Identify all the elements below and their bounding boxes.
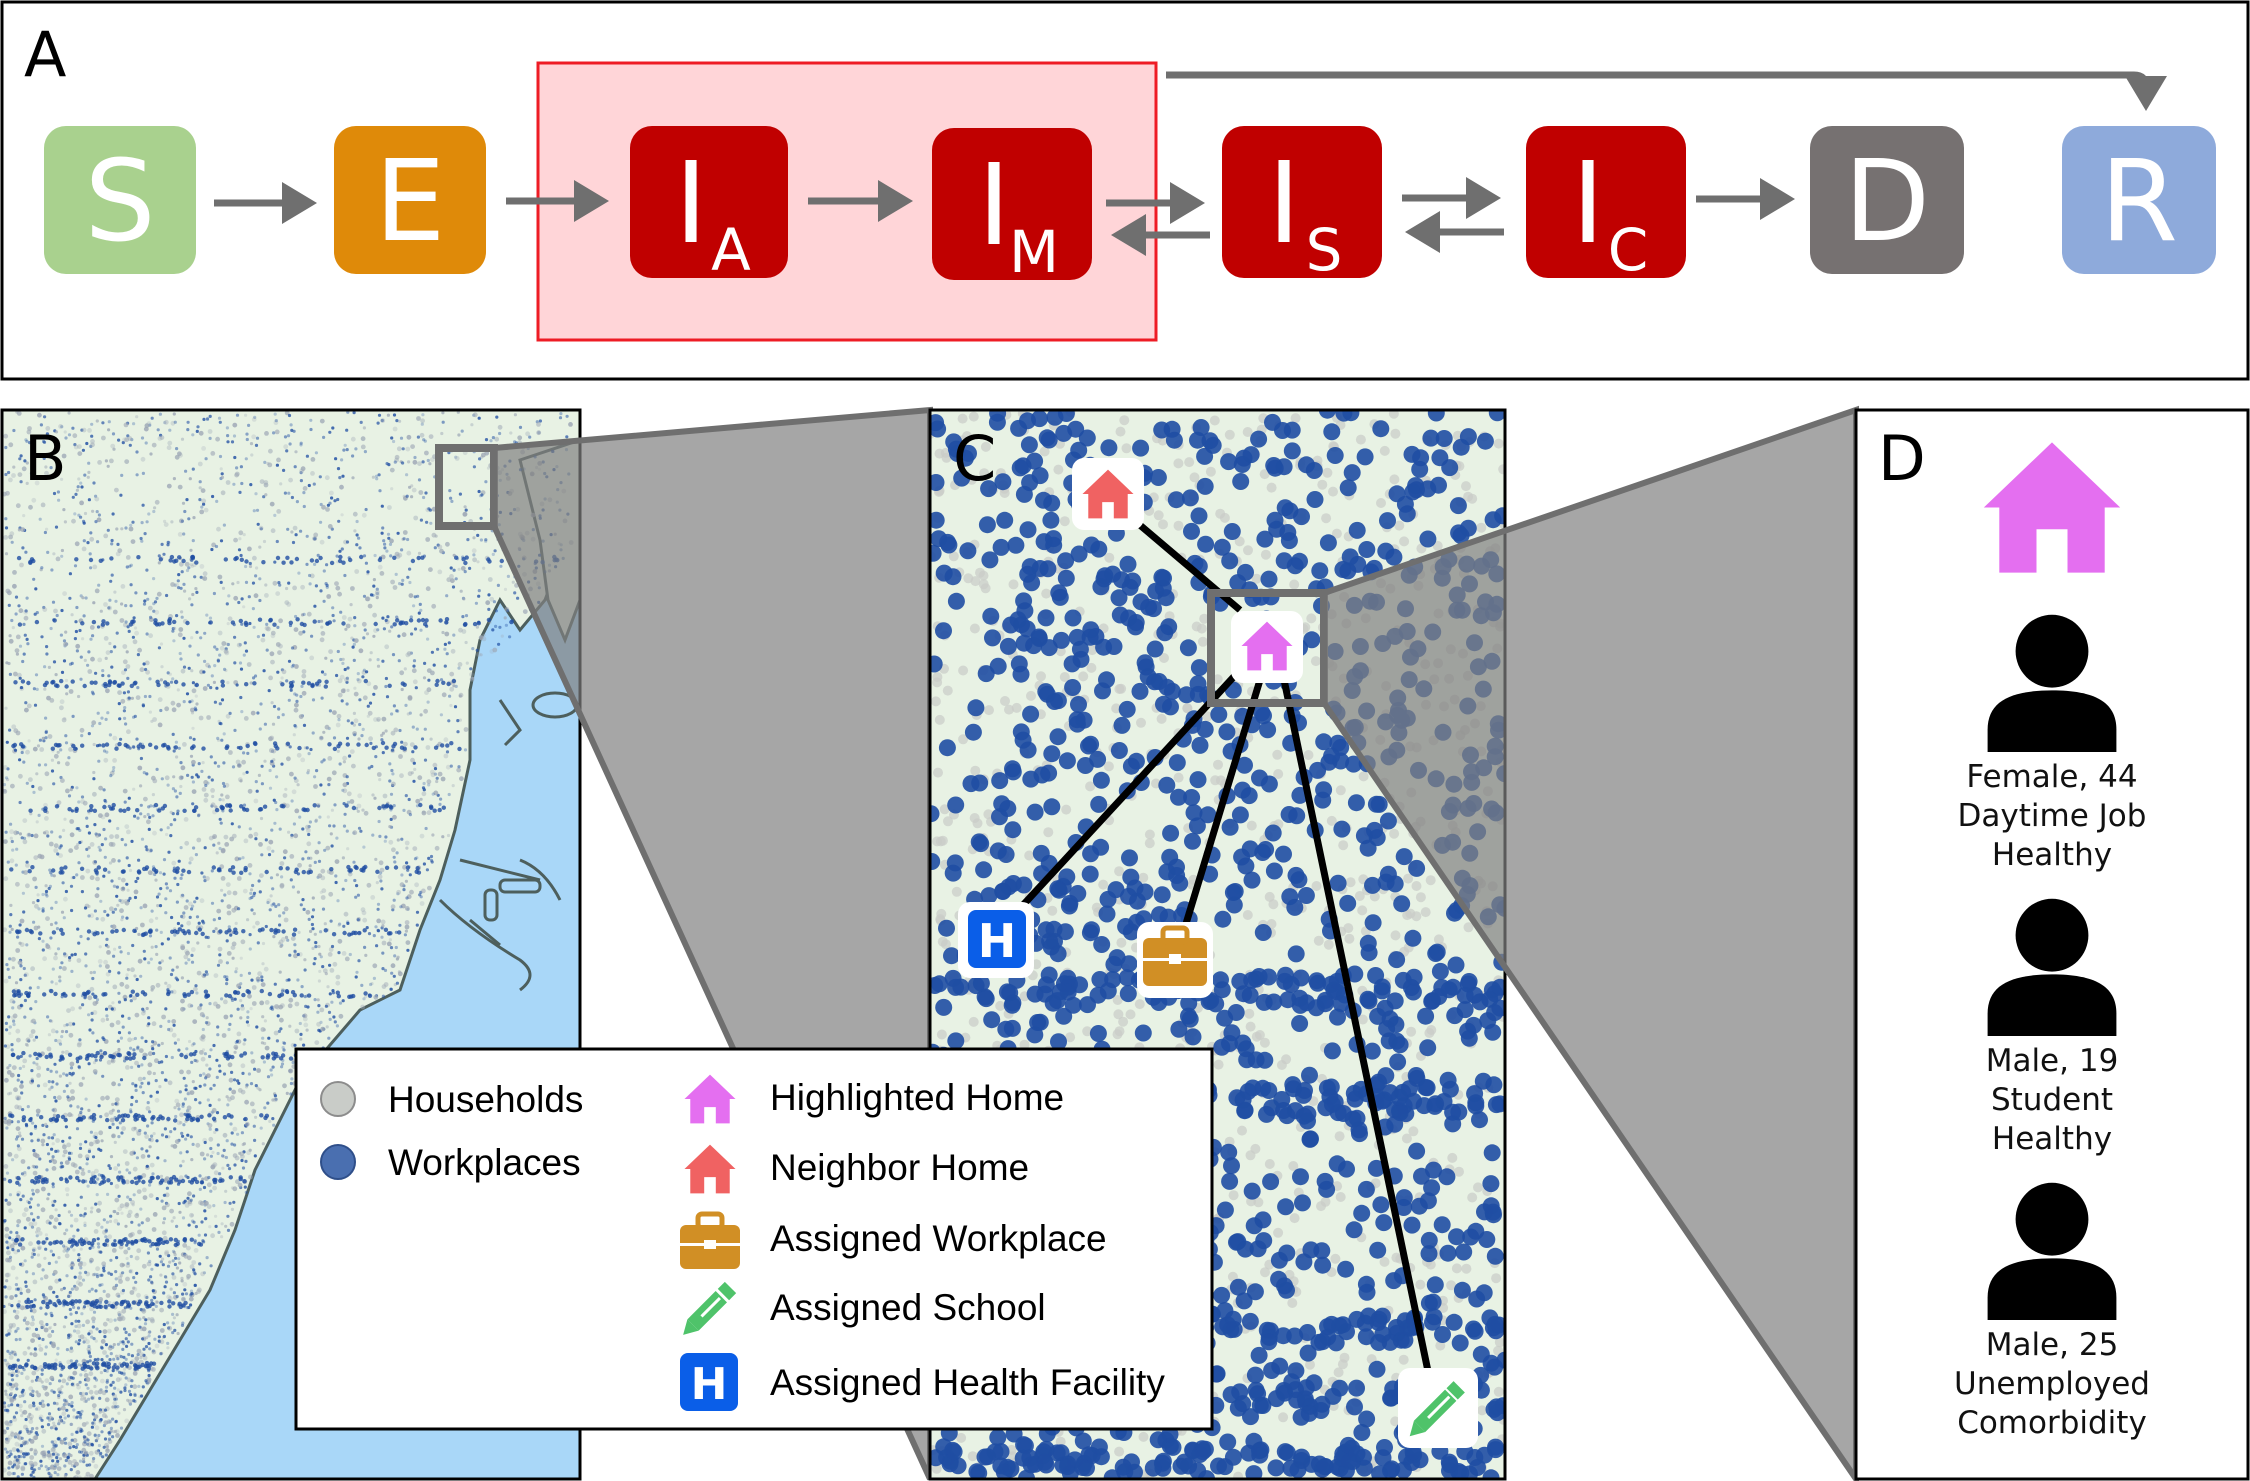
state-letter: I: [1267, 139, 1300, 269]
state-letter: I: [1571, 139, 1604, 269]
legend-health-facility-icon: H: [680, 1353, 738, 1411]
health-facility-marker: H: [958, 902, 1034, 978]
link-workplace: [1174, 678, 1264, 952]
panel-c-label: C: [953, 422, 996, 495]
panel-b-islands-detail: [438, 691, 579, 992]
panel-b-label: B: [24, 422, 67, 495]
member-line2: Unemployed: [1954, 1366, 2150, 1402]
state-box-im: IM: [932, 128, 1092, 286]
state-letter: R: [2100, 137, 2178, 267]
link-health-facility: [997, 667, 1243, 933]
state-letter: I: [674, 139, 707, 269]
health-facility-icon: H: [978, 914, 1017, 968]
legend-briefcase-icon: [680, 1211, 740, 1269]
legend-neighbor-home: Neighbor Home: [770, 1147, 1029, 1188]
state-letter: E: [375, 137, 446, 267]
arrow-im-to-r: [1166, 71, 2167, 111]
state-letter: D: [1844, 137, 1930, 267]
state-box-d: D: [1810, 126, 1964, 274]
legend-workplaces: Workplaces: [388, 1142, 581, 1183]
workplaces-swatch: [320, 1144, 356, 1180]
panel-a-label: A: [24, 18, 66, 91]
member-line2: Daytime Job: [1958, 798, 2147, 834]
legend-highlighted-home: Highlighted Home: [770, 1077, 1064, 1118]
member-line1: Female, 44: [1966, 759, 2137, 795]
link-school: [1278, 669, 1438, 1401]
state-subscript: C: [1608, 216, 1649, 284]
legend-pencil-icon: [683, 1281, 737, 1335]
member-line3: Healthy: [1992, 1121, 2112, 1157]
legend-assigned-health-facility: Assigned Health Facility: [770, 1362, 1165, 1403]
school-marker: [1398, 1368, 1478, 1448]
panel-d-label: D: [1878, 422, 1926, 495]
member-line3: Comorbidity: [1957, 1405, 2147, 1441]
state-box-r: R: [2062, 126, 2216, 274]
transition-arrows: [214, 71, 2167, 256]
legend-households: Households: [388, 1079, 583, 1120]
panel-b-dots: [2, 410, 574, 1479]
panel-b-frame: [0, 408, 582, 1481]
legend: Households Workplaces Highlighted Home N…: [294, 1047, 1214, 1431]
state-letter: I: [977, 141, 1010, 271]
state-subscript: M: [1009, 218, 1059, 286]
legend-assigned-school: Assigned School: [770, 1287, 1046, 1328]
state-subscript: S: [1306, 216, 1343, 284]
state-letter: S: [84, 137, 155, 267]
state-subscript: A: [711, 216, 751, 284]
state-box-s: S: [44, 126, 196, 274]
briefcase-icon: [1143, 925, 1207, 986]
state-box-e: E: [334, 126, 486, 274]
neighbor-home-marker: [1072, 458, 1144, 530]
households-swatch: [320, 1081, 356, 1117]
member-line1: Male, 19: [1986, 1043, 2119, 1079]
member-line3: Healthy: [1992, 837, 2112, 873]
member-line2: Student: [1991, 1082, 2113, 1118]
legend-assigned-workplace: Assigned Workplace: [770, 1218, 1107, 1259]
pencil-icon: [1409, 1381, 1465, 1437]
highlighted-home-marker: [1231, 611, 1303, 683]
workplace-marker: [1137, 922, 1213, 998]
member-line1: Male, 25: [1986, 1327, 2119, 1363]
legend-box: [294, 1047, 1214, 1431]
